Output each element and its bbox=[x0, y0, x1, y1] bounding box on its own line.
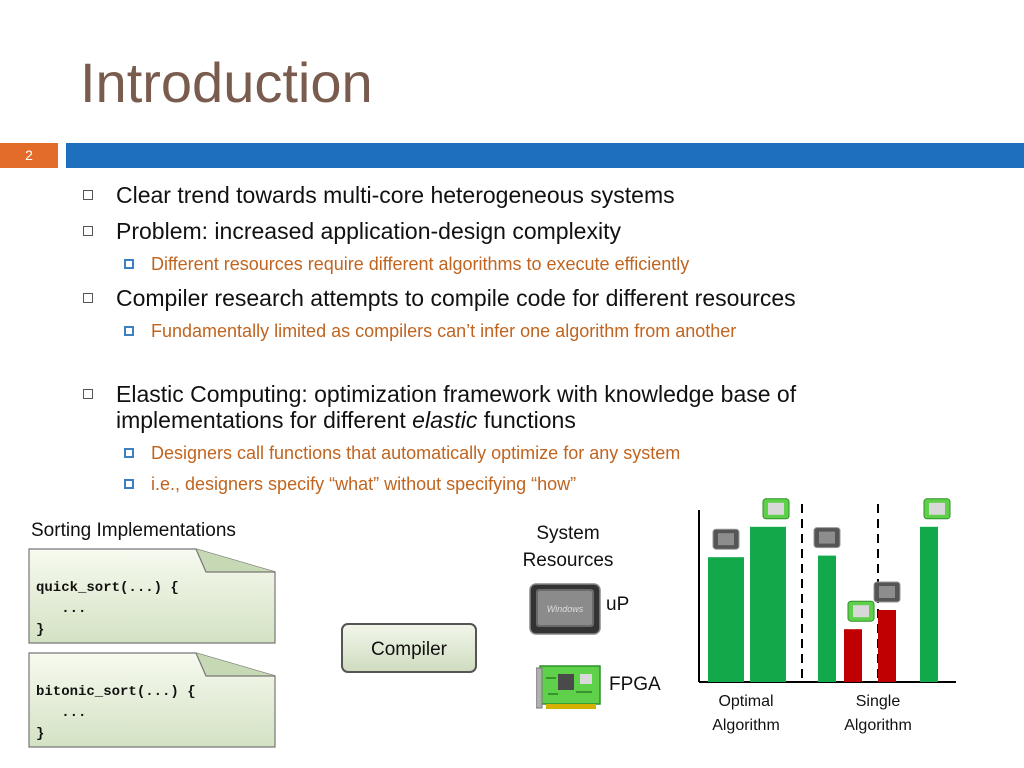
sub-bullet-marker bbox=[124, 326, 134, 336]
compiler-box: Compiler bbox=[341, 623, 477, 673]
bullet-marker bbox=[83, 389, 93, 399]
cpu-chip-icon bbox=[873, 581, 901, 603]
sub-bullet-item: Designers call functions that automatica… bbox=[124, 442, 951, 464]
document-icon bbox=[28, 548, 276, 644]
sub-bullet-marker bbox=[124, 259, 134, 269]
bullet-item: Problem: increased application-design co… bbox=[83, 218, 956, 244]
cpu-chip-icon bbox=[712, 528, 740, 550]
sub-bullet-marker bbox=[124, 479, 134, 489]
cpu-chip-icon bbox=[813, 527, 841, 549]
cpu-chip-icon: Windows bbox=[529, 580, 603, 641]
bullet-item: Elastic Computing: optimization framewor… bbox=[83, 381, 936, 433]
performance-bar bbox=[844, 629, 862, 682]
bullet-item: Compiler research attempts to compile co… bbox=[83, 285, 956, 311]
performance-chart: PerformanceOptimalAlgorithmSingleAlgorit… bbox=[698, 498, 956, 734]
fpga-board-icon bbox=[535, 664, 602, 715]
bullet-marker bbox=[83, 226, 93, 236]
fpga-board-icon bbox=[847, 600, 875, 622]
performance-bar bbox=[818, 555, 836, 682]
slide-title: Introduction bbox=[80, 51, 373, 114]
bullet-item: Clear trend towards multi-core heterogen… bbox=[83, 182, 956, 208]
performance-bar bbox=[920, 526, 938, 682]
bullet-marker bbox=[83, 190, 93, 200]
fpga-label: FPGA bbox=[609, 674, 661, 695]
sub-bullet-marker bbox=[124, 448, 134, 458]
performance-bar bbox=[878, 610, 896, 682]
document-icon bbox=[28, 652, 276, 748]
system-resources-label: System Resources bbox=[522, 523, 614, 571]
sorting-implementations-label: Sorting Implementations bbox=[31, 520, 236, 541]
fpga-board-icon bbox=[762, 498, 790, 520]
group-label: Single bbox=[856, 693, 901, 710]
group-label: Algorithm bbox=[712, 717, 780, 734]
performance-bar bbox=[750, 526, 786, 682]
code-document-bitonic-sort: bitonic_sort(...) { ...} bbox=[28, 652, 276, 748]
sub-bullet-item: Fundamentally limited as compilers can’t… bbox=[124, 320, 951, 342]
up-label: uP bbox=[606, 594, 630, 615]
fpga-board-icon bbox=[923, 498, 951, 520]
bullet-marker bbox=[83, 293, 93, 303]
code-text: bitonic_sort(...) { ...} bbox=[36, 684, 196, 742]
code-document-quick-sort: quick_sort(...) { ...} bbox=[28, 548, 276, 644]
slide-number: 2 bbox=[0, 143, 58, 168]
sub-bullet-item: i.e., designers specify “what” without s… bbox=[124, 473, 951, 495]
performance-bar bbox=[708, 557, 744, 682]
group-label: Algorithm bbox=[844, 717, 912, 734]
code-text: quick_sort(...) { ...} bbox=[36, 580, 179, 638]
svg-text:Windows: Windows bbox=[547, 604, 584, 614]
group-label: Optimal bbox=[718, 693, 773, 710]
sub-bullet-item: Different resources require different al… bbox=[124, 253, 951, 275]
header-bar bbox=[66, 143, 1024, 168]
